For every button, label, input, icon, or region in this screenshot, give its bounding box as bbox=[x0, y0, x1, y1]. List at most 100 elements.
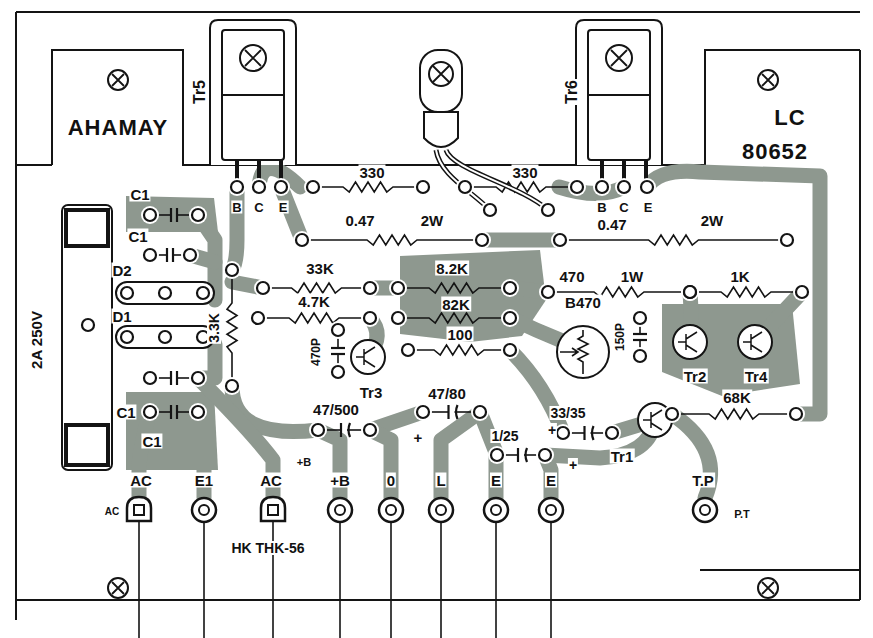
pad-clearance bbox=[456, 178, 474, 196]
component-symbols bbox=[62, 20, 802, 638]
mounting-screw bbox=[112, 74, 124, 86]
pin-label: C bbox=[253, 201, 264, 214]
transistor-body bbox=[588, 30, 650, 160]
solder-pad bbox=[307, 181, 319, 193]
mounting-hole bbox=[606, 45, 632, 71]
capacitor-value: 47/80 bbox=[427, 386, 467, 401]
pad-clearance bbox=[389, 309, 407, 327]
solder-pad bbox=[504, 312, 516, 324]
heatsink-bracket bbox=[210, 20, 296, 165]
pad-clearance bbox=[681, 283, 699, 301]
part-label: Tr6 bbox=[564, 79, 580, 105]
pad-clearance bbox=[141, 246, 159, 264]
pad-clearance bbox=[593, 178, 611, 196]
mounting-screw bbox=[758, 578, 778, 598]
part-label: Tr2 bbox=[683, 369, 708, 384]
terminal-lug bbox=[261, 497, 285, 521]
capacitor-plate bbox=[583, 426, 585, 440]
pin-label: E bbox=[643, 201, 654, 214]
resistor-symbol bbox=[302, 235, 482, 245]
transistor-symbol bbox=[743, 332, 762, 352]
solder-pad bbox=[459, 181, 471, 193]
solder-pad bbox=[641, 181, 653, 193]
pad-clearance bbox=[536, 446, 554, 464]
solder-pad bbox=[634, 350, 646, 362]
solder-pad bbox=[781, 234, 793, 246]
board-edge bbox=[700, 569, 860, 571]
pad-clearance bbox=[189, 206, 207, 224]
polarity-mark: + bbox=[568, 458, 578, 472]
solder-pad bbox=[312, 424, 324, 436]
sensor-wire bbox=[436, 150, 490, 210]
mounting-screw bbox=[762, 582, 774, 594]
solder-pad bbox=[296, 234, 308, 246]
transistor-outline bbox=[673, 325, 707, 359]
power-rating: 1W bbox=[620, 269, 645, 284]
resistor-value: 0.47 bbox=[596, 217, 627, 232]
pad-clearance bbox=[631, 347, 649, 365]
pad-clearance bbox=[501, 279, 519, 297]
part-label: D2 bbox=[111, 263, 132, 278]
power-rating: 2W bbox=[700, 213, 725, 228]
transistor-symbol bbox=[678, 332, 697, 352]
part-label: Tr1 bbox=[610, 449, 635, 464]
pad-clearance bbox=[223, 261, 241, 279]
capacitor-plate bbox=[170, 405, 172, 419]
pad-clearance bbox=[361, 421, 379, 439]
resistor-symbol bbox=[258, 313, 370, 323]
pad-clearance bbox=[249, 309, 267, 327]
terminal-pad bbox=[539, 498, 563, 522]
resistor-symbol bbox=[263, 283, 370, 293]
capacitor-plate bbox=[172, 248, 174, 262]
pad-clearance bbox=[141, 369, 159, 387]
transistor-leg bbox=[644, 160, 648, 181]
pad-clearance bbox=[615, 178, 633, 196]
terminal-label: P.T bbox=[733, 509, 751, 520]
mounting-screw bbox=[762, 74, 774, 86]
solder-pad bbox=[144, 372, 156, 384]
terminal-hole bbox=[335, 505, 345, 515]
capacitor-plate bbox=[526, 448, 528, 462]
polarity-mark: + bbox=[413, 430, 424, 445]
solder-pad bbox=[606, 427, 618, 439]
board-code: 80652 bbox=[741, 141, 809, 163]
pad-clearance bbox=[551, 231, 569, 249]
pad-clearance bbox=[156, 284, 174, 302]
solder-pad bbox=[504, 282, 516, 294]
sensor-wire bbox=[446, 150, 548, 210]
terminal-label: E bbox=[490, 473, 502, 488]
power-rating: 2W bbox=[420, 213, 445, 228]
terminal-label: 0 bbox=[386, 473, 396, 488]
transistor-leg bbox=[279, 160, 283, 181]
lead-wire bbox=[440, 522, 442, 638]
resistor-symbol bbox=[398, 283, 510, 293]
board-edge bbox=[859, 50, 861, 600]
terminal-pad bbox=[429, 498, 453, 522]
pad-clearance bbox=[361, 309, 379, 327]
lead-wire bbox=[495, 522, 497, 638]
terminal-pad bbox=[484, 498, 508, 522]
solder-pad bbox=[364, 424, 376, 436]
pad-clearance bbox=[272, 178, 290, 196]
solder-pad bbox=[231, 181, 243, 193]
transistor-body bbox=[222, 30, 284, 160]
solder-pad bbox=[491, 449, 503, 461]
pad-clearance bbox=[309, 421, 327, 439]
capacitor-plate bbox=[633, 339, 647, 341]
solder-pad bbox=[684, 286, 696, 298]
resistor-value: 1K bbox=[729, 269, 750, 284]
trimmer-symbol bbox=[560, 330, 588, 374]
solder-pad bbox=[332, 366, 344, 378]
resistor-symbol bbox=[408, 345, 510, 355]
board-code: HK THK-56 bbox=[230, 541, 305, 555]
solder-pad bbox=[159, 331, 171, 343]
board-edge bbox=[15, 12, 17, 620]
capacitor-plate bbox=[447, 405, 449, 419]
sensor-wire bbox=[446, 150, 548, 210]
fuse-holder bbox=[62, 205, 112, 470]
board-code: LC bbox=[773, 107, 806, 129]
capacitor-value: 1/25 bbox=[490, 429, 519, 443]
mounting-screw bbox=[433, 66, 449, 82]
part-label: Tr3 bbox=[359, 385, 384, 400]
